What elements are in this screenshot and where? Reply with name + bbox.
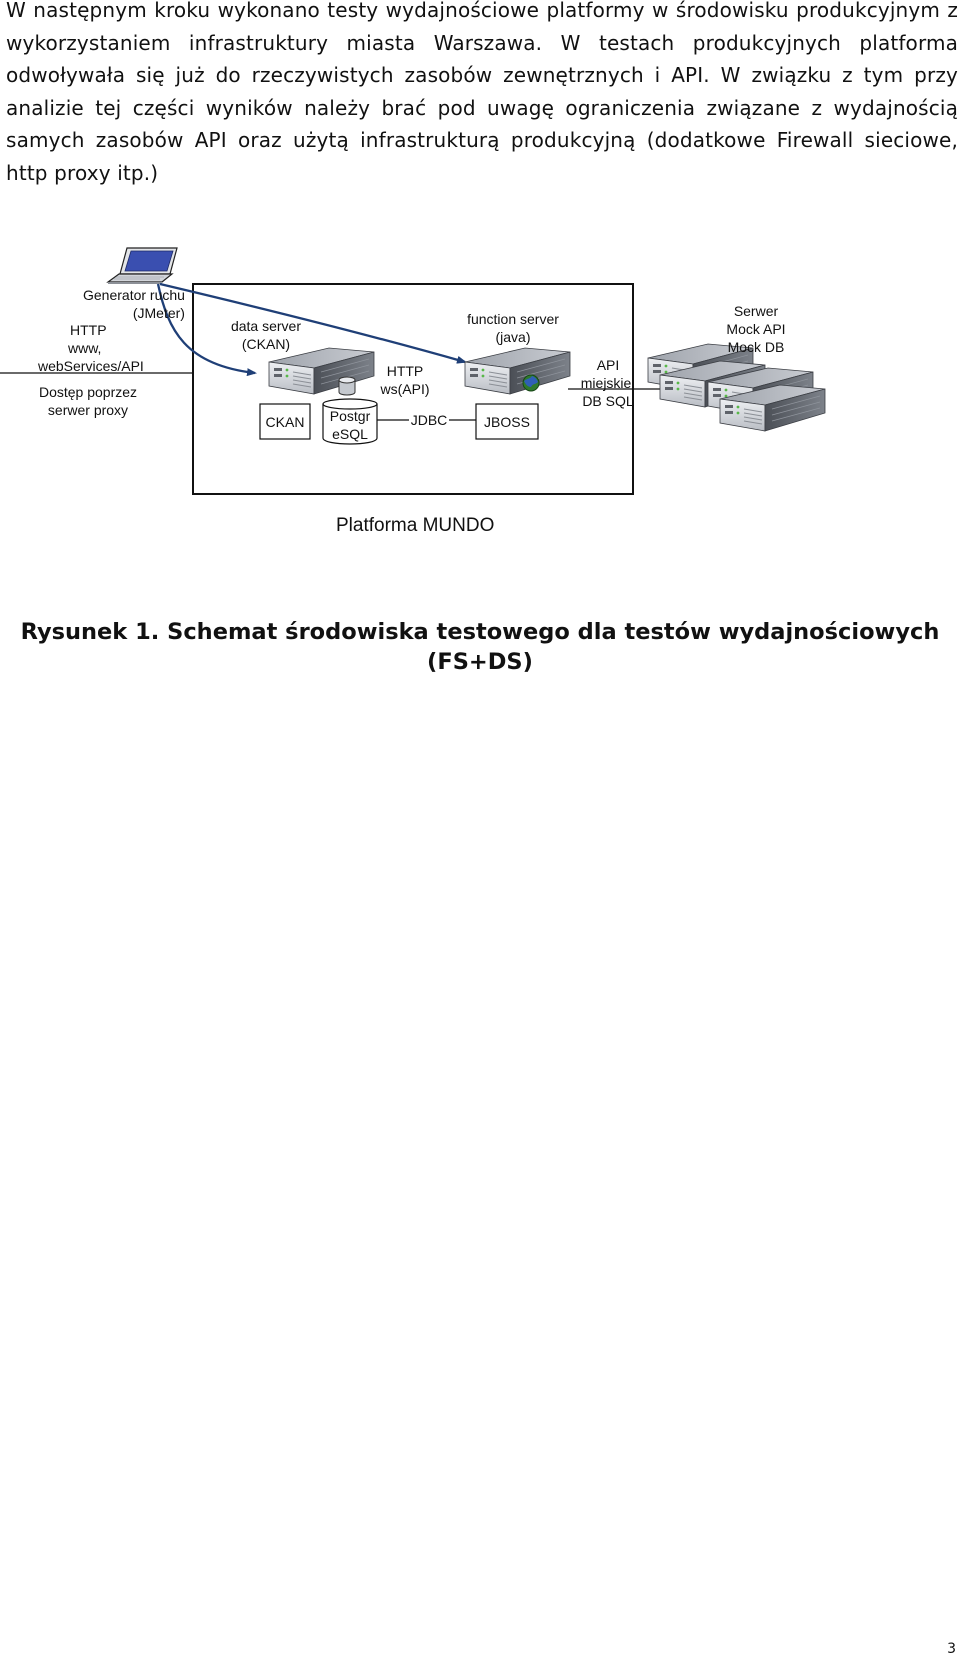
server-icon (268, 347, 375, 395)
diagram-canvas (0, 247, 826, 495)
platform-title: Platforma MUNDO (336, 515, 495, 536)
figure-caption: Rysunek 1. Schemat środowiska testowego … (20, 619, 940, 675)
traffic-generator-label: Generator ruchu (JMeter) (83, 287, 185, 321)
arrow-to-data-server (156, 283, 257, 377)
test-environment-diagram: Platforma MUNDO Generator ruchu (JMeter)… (0, 240, 960, 540)
ckan-box (259, 403, 311, 440)
arrow-to-function-server (159, 282, 467, 364)
page-number: 3 (947, 1641, 956, 1657)
server-icon (464, 347, 571, 395)
postgresql-cylinder (322, 404, 378, 445)
mock-server-label: Serwer Mock API Mock DB (726, 303, 786, 355)
jboss-box (475, 403, 539, 440)
body-paragraph: W następnym kroku wykonano testy wydajno… (6, 0, 958, 185)
data-server-label: data server (CKAN) (230, 318, 302, 352)
postgresql-label: Postgr eSQL (329, 408, 371, 442)
proxy-access-label: Dostęp poprzez serwer proxy (38, 384, 138, 418)
globe-icon (522, 374, 540, 392)
ckan-box-label: CKAN (265, 414, 305, 430)
jdbc-label: JDBC (409, 411, 449, 429)
city-api-label: API miejskie, DB SQL (580, 357, 636, 409)
http-client-label: HTTP www, webServices/API (38, 322, 144, 374)
function-server-label: function server (java) (467, 311, 559, 345)
server-stack-icon (647, 343, 826, 432)
http-api-label: HTTP ws(API) (380, 363, 430, 397)
jboss-box-label: JBOSS (484, 414, 530, 430)
database-icon (338, 376, 356, 396)
laptop-icon (106, 247, 178, 284)
